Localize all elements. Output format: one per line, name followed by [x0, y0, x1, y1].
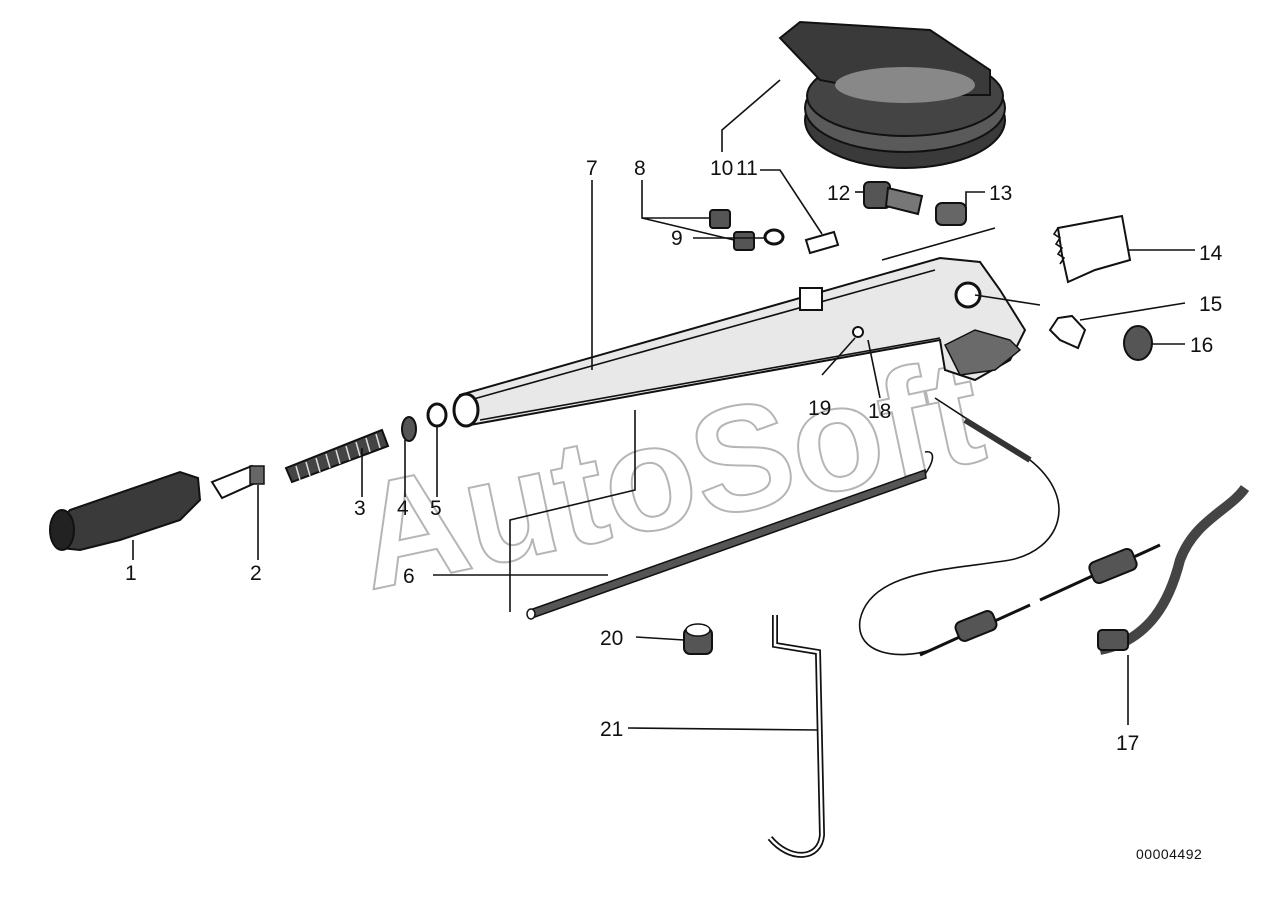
- callout-15: 15: [1199, 293, 1222, 316]
- part-21-hook-rod: [767, 615, 826, 858]
- part-5-washer: [426, 402, 448, 428]
- part-15-clip: [1048, 314, 1087, 350]
- part-1-handle-grip: [49, 470, 202, 552]
- part-14-ratchet-segment: [1052, 214, 1132, 284]
- callout-10: 10: [710, 157, 733, 180]
- callout-6: 6: [403, 565, 415, 588]
- part-13-sleeve-nut: [935, 202, 967, 226]
- callout-20: 20: [600, 627, 623, 650]
- callout-18: 18: [868, 400, 891, 423]
- callout-4: 4: [397, 497, 409, 520]
- callout-8: 8: [634, 157, 646, 180]
- callout-1: 1: [125, 562, 137, 585]
- callout-19: 19: [808, 397, 831, 420]
- part-8-nuts: [709, 209, 755, 251]
- callout-5: 5: [430, 497, 442, 520]
- callout-2: 2: [250, 562, 262, 585]
- part-12-bolt: [863, 181, 924, 216]
- callout-3: 3: [354, 497, 366, 520]
- part-3-spring: [284, 428, 390, 484]
- part-17-cable-assembly: [859, 397, 1250, 657]
- callout-16: 16: [1190, 334, 1213, 357]
- part-4-washer: [401, 416, 417, 442]
- part-2-sleeve: [210, 464, 265, 500]
- callout-12: 12: [827, 182, 850, 205]
- callout-7: 7: [586, 157, 598, 180]
- part-11-pin: [804, 230, 840, 255]
- callout-13: 13: [989, 182, 1012, 205]
- callout-11: 11: [736, 157, 758, 180]
- part-9-washer: [763, 228, 785, 246]
- callout-labels: 1 2 3 4 5 6 7 8 9 10 11 12 13 14 15 16 1…: [125, 157, 1223, 755]
- callout-17: 17: [1116, 732, 1139, 755]
- part-10-boot: [778, 20, 1006, 169]
- part-20-grommet: [683, 623, 713, 655]
- callout-14: 14: [1199, 242, 1223, 265]
- part-16-nut: [1123, 325, 1153, 361]
- reference-number: 00004492: [1136, 846, 1203, 862]
- leader-lines: [132, 79, 1195, 731]
- callout-9: 9: [671, 227, 683, 250]
- part-7-lever: [452, 256, 1027, 428]
- part-6-push-rod: [526, 450, 934, 620]
- callout-21: 21: [600, 718, 623, 741]
